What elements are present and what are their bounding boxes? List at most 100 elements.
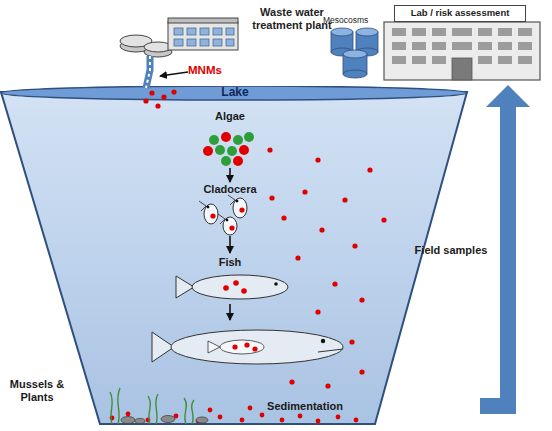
lab-building (498, 42, 512, 50)
lab-building (478, 28, 492, 36)
algae-cluster (203, 132, 254, 166)
nanomaterial-particle (161, 94, 166, 99)
trophic-label: Fish (195, 256, 265, 269)
edge-label: Field samples (408, 244, 494, 257)
mussel-shell (135, 419, 145, 424)
food-chain-arrow (229, 168, 231, 182)
nanomaterial-particle (354, 418, 359, 423)
nanomaterial-particle (126, 412, 131, 417)
mnm-pointer-arrow (160, 72, 188, 76)
treatment-plant-building (213, 39, 222, 46)
treatment-plant-building (120, 18, 238, 57)
water-plant (148, 396, 150, 424)
mesocosm-cylinder (356, 32, 378, 52)
nanomaterial-particle (171, 89, 176, 94)
lake-surface (1, 86, 467, 100)
nanomaterial-particle (269, 195, 274, 200)
pike-drawing (152, 330, 343, 364)
nanomaterial-particle (143, 98, 148, 103)
lab-building (478, 42, 492, 50)
cladocera-drawing (233, 198, 247, 218)
algae-cluster (221, 132, 231, 142)
fish-drawing (192, 275, 288, 299)
water-plant (184, 398, 186, 424)
mussel-shell (121, 417, 135, 424)
mesocosm-cylinder (356, 28, 378, 36)
mesocosm-cylinder (331, 32, 353, 52)
nanomaterial-particle (218, 415, 223, 420)
food-chain-arrow (229, 236, 231, 253)
nanomaterial-particle (325, 383, 330, 388)
treatment-plant-building (174, 39, 183, 46)
lab-building (412, 56, 426, 64)
lab-building (392, 28, 532, 64)
treatment-plant-building (168, 22, 238, 50)
lab-building (412, 42, 426, 50)
algae-cluster (244, 132, 254, 142)
treatment-plant-building (120, 40, 152, 52)
nanomaterial-particle (280, 418, 285, 423)
treatment-plant-building (144, 42, 172, 52)
nanomaterial-particle (342, 197, 347, 202)
water-plant (110, 392, 112, 424)
fish-drawing (274, 282, 278, 286)
lake-outline (1, 92, 467, 424)
nanomaterial-particle (281, 215, 286, 220)
nanomaterial-particle (315, 157, 320, 162)
pike-drawing (152, 332, 174, 362)
sample-flow-arrow (480, 85, 530, 406)
lake-basin: LakeAlgaeCladoceraFishMussels & PlantsSe… (0, 86, 480, 426)
mesocosm-cylinder (331, 48, 353, 56)
water-plant (156, 394, 158, 424)
mesocosm-cylinder (343, 70, 367, 78)
nanomaterial-particle (196, 419, 201, 424)
nanomaterial-particle (359, 369, 364, 374)
pike-drawing (244, 342, 249, 347)
mesocosm-cylinder (356, 48, 378, 56)
lab-building (384, 22, 540, 80)
nanomaterial-particle (289, 379, 294, 384)
treatment-plant-building (174, 28, 183, 35)
nanomaterial-particle (349, 339, 354, 344)
treatment-plant-building (226, 28, 234, 35)
cladocera-drawing (218, 214, 225, 224)
outflow-pipe (146, 56, 150, 88)
algae-cluster (209, 135, 219, 145)
lab-building (392, 28, 406, 36)
mesocosm-cylinder (343, 54, 367, 74)
treatment-plant-building (187, 39, 196, 46)
lab-building (432, 28, 446, 36)
nanomaterial-particle (359, 297, 364, 302)
cladocera-drawing (199, 195, 247, 235)
nanomaterial-particle (110, 89, 387, 423)
food-chain-arrow (229, 168, 231, 320)
lab-building (518, 28, 532, 36)
algae-cluster (233, 156, 243, 166)
mussel-shell (161, 416, 175, 423)
fish-drawing (176, 276, 194, 298)
nanomaterial-particle (367, 167, 372, 172)
lake-title: Lake (200, 86, 270, 100)
nanomaterial-particle (267, 147, 272, 152)
nanomaterial-particle (316, 419, 321, 424)
water-plant (110, 388, 194, 424)
treatment-plant-building (200, 39, 209, 46)
water-plant (192, 400, 194, 424)
algae-cluster (203, 146, 213, 156)
algae-cluster (227, 146, 237, 156)
nanomaterial-particle (336, 415, 341, 420)
lab-building (392, 42, 406, 50)
lab-building (452, 58, 472, 80)
sediment-label: Sedimentation (250, 400, 360, 413)
pike-drawing (171, 330, 343, 364)
pike-drawing (318, 349, 343, 352)
nanomaterial-particle (295, 255, 300, 260)
cladocera-drawing (207, 206, 210, 209)
mesocosm-cylinder (331, 28, 378, 78)
lab-sign: Lab / risk assessment (394, 5, 526, 22)
cladocera-drawing (229, 225, 234, 230)
mussel-shell (121, 416, 208, 424)
fish-drawing (241, 288, 247, 294)
outflow-pipe (146, 56, 150, 88)
